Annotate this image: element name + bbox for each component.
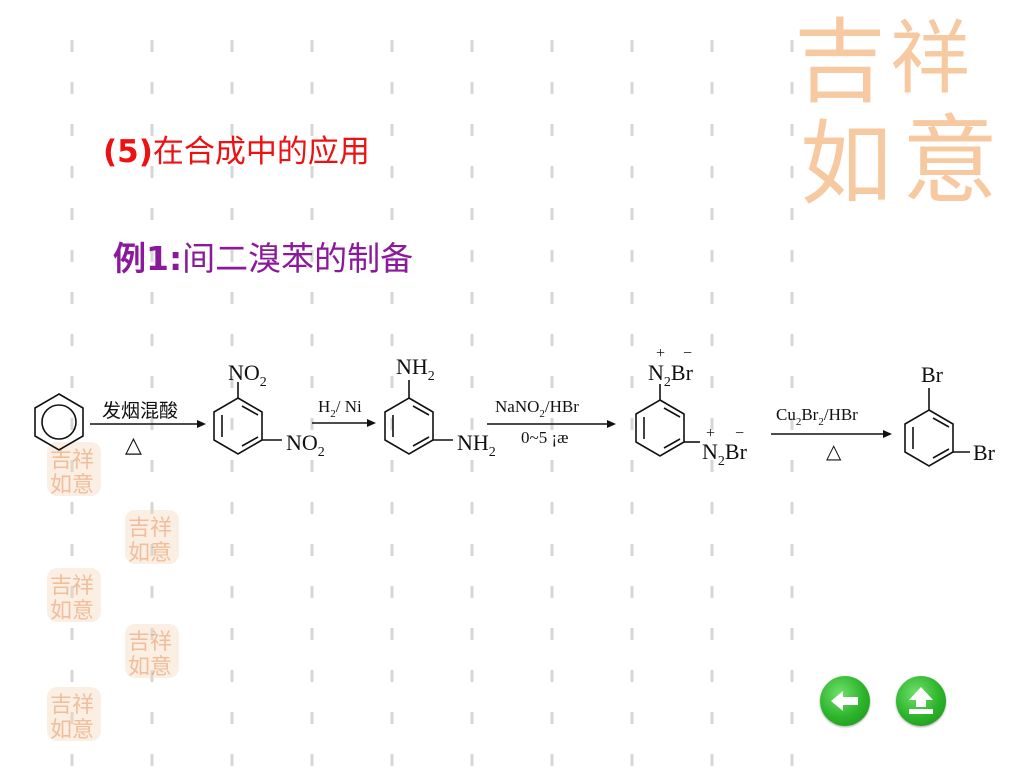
svg-text:N2Br: N2Br [702,439,748,469]
diazonium-nitrogen-2: N [702,439,718,464]
svg-text:如意: 如意 [128,541,172,566]
up-button[interactable] [896,676,946,726]
seal-glyph-2: 祥 [890,12,970,105]
svg-text:Cu2Br2/HBr: Cu2Br2/HBr [776,405,858,428]
phenylenediamine-molecule: NH2 NH2 [384,354,496,460]
section-number: (5) [103,134,153,170]
svg-text:N2Br: N2Br [648,360,694,390]
svg-text:如意: 如意 [128,655,172,680]
reagent-hydrogen: H [318,397,330,416]
small-seal: 吉祥如意 [123,508,181,566]
dibromobenzene-molecule: Br Br [904,362,996,467]
svg-text:吉祥: 吉祥 [128,630,172,655]
reagent-mixed-acid: 发烟混酸 [102,400,178,422]
reagent-nickel: / Ni [336,397,362,416]
reaction-arrow-4: Cu2Br2/HBr △ [771,405,892,463]
svg-text:如意: 如意 [50,718,94,743]
svg-text:NaNO2/HBr: NaNO2/HBr [495,397,579,420]
diazonium-nitrogen: N [648,360,664,385]
svg-text:吉祥: 吉祥 [128,516,172,541]
svg-text:如意: 如意 [50,599,94,624]
example-title: 例1:间二溴苯的制备 [113,232,413,280]
reaction-arrow-1: 发烟混酸 △ [90,400,206,457]
reagent-sodium-nitrite: NaNO [495,397,539,416]
svg-text:吉祥: 吉祥 [50,693,94,718]
dinitrobenzene-molecule: NO2 NO2 [213,360,325,460]
nitro-group-label-2: NO [286,430,318,455]
section-title: 在合成中的应用 [152,134,370,170]
svg-text:NO2: NO2 [228,360,267,390]
svg-text:NO2: NO2 [286,430,325,460]
reaction-scheme: 发烟混酸 △ NO2 NO2 H2/ Ni NH2 NH2 [34,345,996,469]
heat-symbol: △ [125,432,142,457]
small-seal: 吉祥如意 [45,685,103,743]
benzene-molecule [34,393,84,451]
reagent-hbr-2: /HBr [824,405,858,424]
arrow-left-icon [831,691,858,711]
reagent-copper: Cu [776,405,796,424]
nitro-group-label: NO [228,360,260,385]
small-seal: 吉祥如意 [45,440,103,498]
svg-text:吉祥: 吉祥 [50,448,94,473]
svg-text:如意: 如意 [50,473,94,498]
diazonium-salt-molecule: + − N2Br + − N2Br [635,345,748,469]
svg-text:NH2: NH2 [457,430,496,460]
reaction-arrow-2: H2/ Ni [312,397,376,427]
plus-charge-2: + [706,425,715,442]
bromide-ion: Br [671,360,694,385]
seal-glyph-3: 如 [800,111,892,216]
product-bromine-1: Br [921,362,944,387]
seal-glyph-1: 吉 [794,9,886,116]
minus-charge-2: − [735,425,744,442]
reagent-bromine: Br [801,405,818,424]
amino-group-label: NH [396,354,428,379]
heat-symbol-2: △ [826,441,842,463]
reaction-arrow-3: NaNO2/HBr 0~5 ¡æ [487,397,616,447]
back-button[interactable] [820,676,870,726]
example-number: 例1: [113,239,183,278]
plus-charge: + [656,345,665,362]
amino-group-label-2: NH [457,430,489,455]
section-heading: (5)在合成中的应用 [103,126,370,171]
product-bromine-2: Br [973,440,996,465]
example-text: 间二溴苯的制备 [182,239,414,278]
small-seal: 吉祥如意 [123,622,181,680]
small-seal: 吉祥如意 [45,566,103,624]
svg-text:NH2: NH2 [396,354,435,384]
temperature-condition: 0~5 ¡æ [521,428,568,447]
arrow-up-icon [909,687,933,714]
svg-text:H2/ Ni: H2/ Ni [318,397,362,420]
minus-charge: − [683,345,692,362]
svg-text:吉祥: 吉祥 [50,574,94,599]
bromide-ion-2: Br [725,439,748,464]
reagent-hbr: /HBr [545,397,579,416]
seal-glyph-4: 意 [902,105,998,216]
auspicious-logo: 吉 祥 如 意 [794,9,998,216]
